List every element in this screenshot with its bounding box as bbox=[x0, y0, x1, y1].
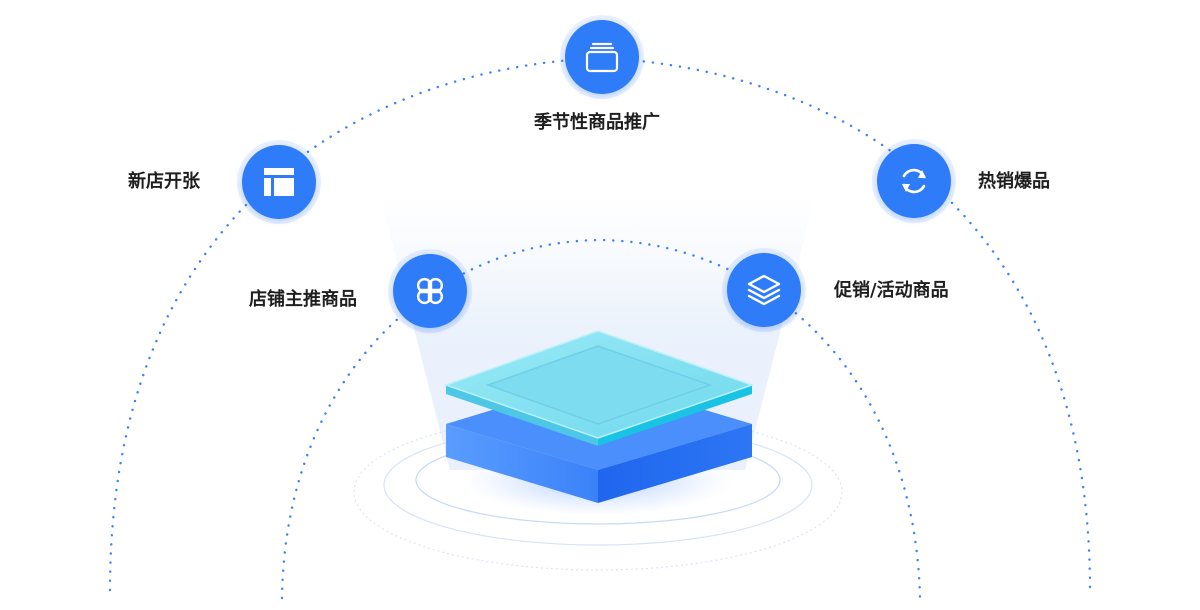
folder-icon bbox=[585, 42, 619, 73]
seasonal-promotion-node[interactable] bbox=[560, 15, 644, 99]
store-main-label: 店铺主推商品 bbox=[249, 289, 357, 310]
seasonal-promotion-label: 季节性商品推广 bbox=[534, 112, 660, 133]
new-store-icon-circle bbox=[242, 145, 316, 219]
new-store-label: 新店开张 bbox=[128, 171, 200, 192]
hot-items-icon-circle bbox=[877, 144, 951, 218]
seasonal-promotion-icon-circle bbox=[565, 20, 639, 94]
platform-top bbox=[443, 330, 755, 446]
layers-icon bbox=[747, 274, 781, 306]
store-main-node[interactable] bbox=[388, 249, 472, 333]
refresh-icon bbox=[902, 168, 926, 194]
new-store-node[interactable] bbox=[237, 140, 321, 224]
hot-items-node[interactable] bbox=[872, 139, 956, 223]
grid-icon bbox=[417, 278, 443, 304]
promotion-label: 促销/活动商品 bbox=[834, 280, 949, 301]
hot-items-label: 热销爆品 bbox=[978, 171, 1050, 192]
layout-icon bbox=[264, 168, 294, 196]
promotion-node[interactable] bbox=[722, 248, 806, 332]
store-main-icon-circle bbox=[393, 254, 467, 328]
floor-ring bbox=[353, 413, 843, 571]
promotion-icon-circle bbox=[727, 253, 801, 327]
